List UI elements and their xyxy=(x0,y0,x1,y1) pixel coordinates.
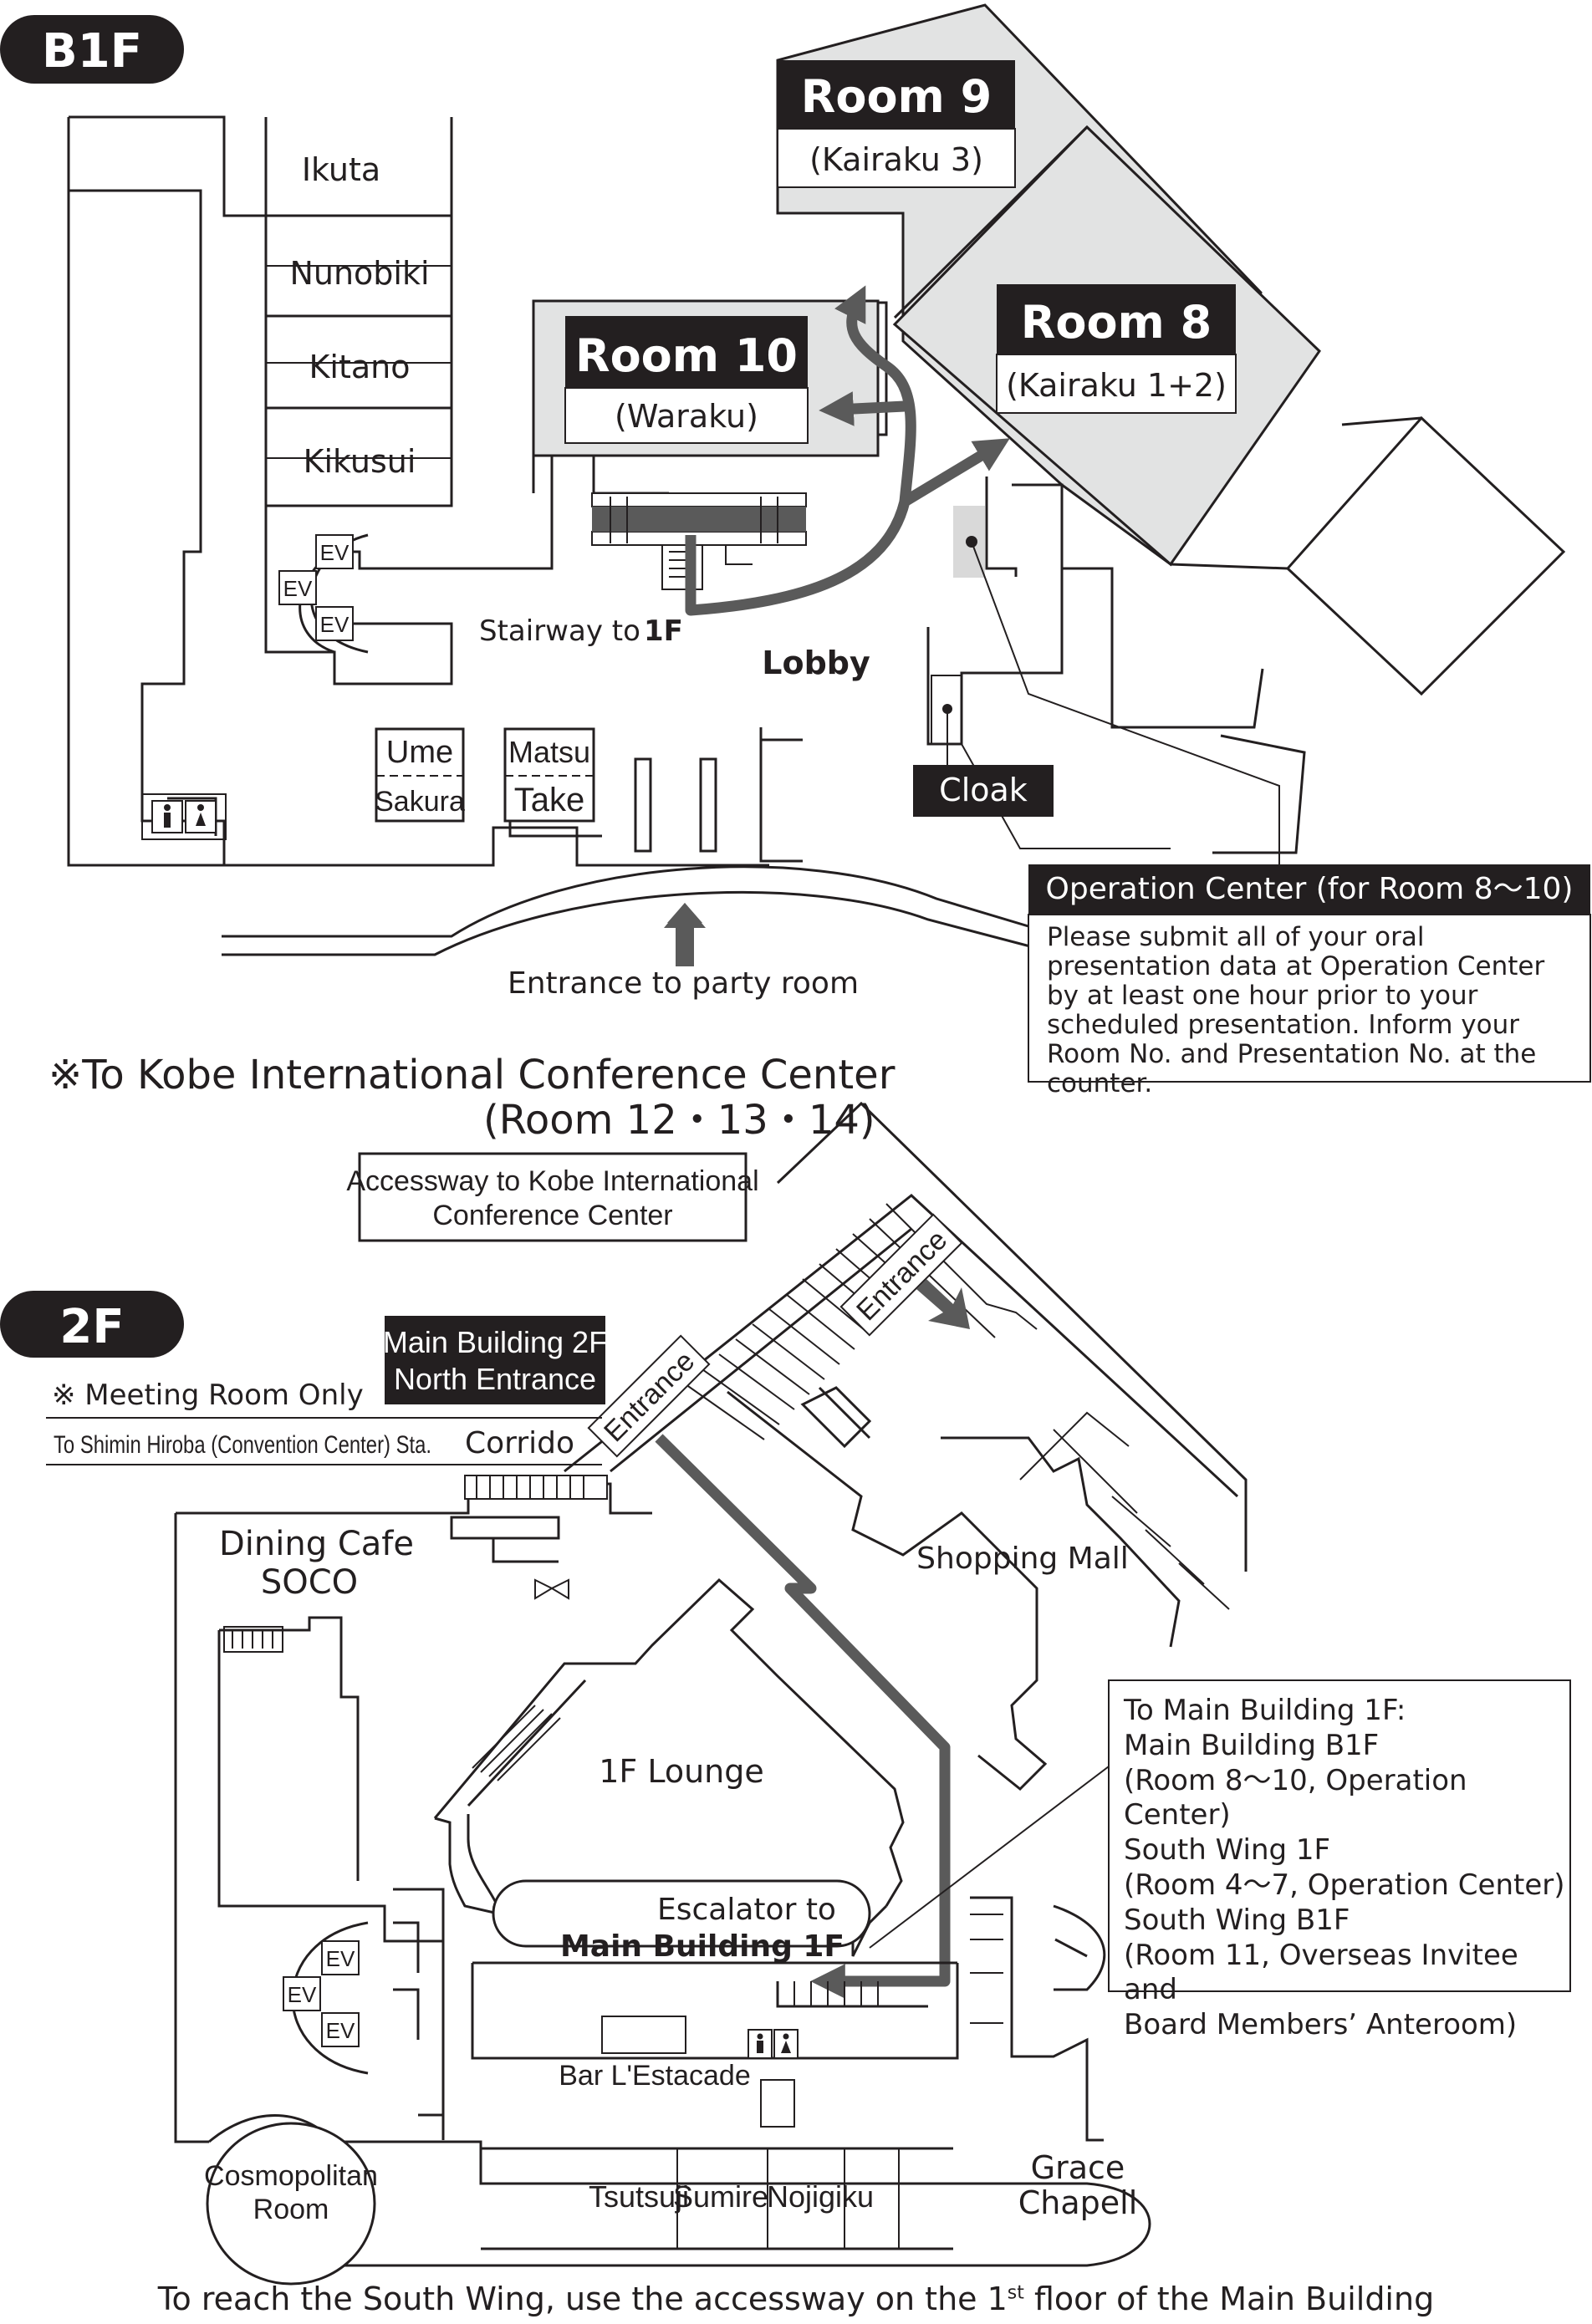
room-sumire: Sumire xyxy=(673,2179,768,2214)
to-main-building-text: To Main Building 1F: Main Building B1F (… xyxy=(1124,1694,1567,2043)
svg-text:Room 8: Room 8 xyxy=(1021,296,1212,349)
room-tsutsuji: Tsutsuji xyxy=(589,2179,689,2214)
grace-label-2: Chapell xyxy=(1018,2184,1138,2221)
to-main-line: South Wing 1F xyxy=(1124,1833,1331,1868)
svg-text:(Kairaku 3): (Kairaku 3) xyxy=(809,141,983,178)
restroom-icon xyxy=(748,2029,799,2059)
svg-text:Operation Center (for Room 8〜1: Operation Center (for Room 8〜10) xyxy=(1046,872,1574,906)
svg-text:(Waraku): (Waraku) xyxy=(615,398,758,435)
b1f-plan: B1F Ikuta Nunobiki Kitano Kikusui xyxy=(0,3,1591,1144)
svg-text:2F: 2F xyxy=(59,1300,124,1354)
bar-label: Bar L'Estacade xyxy=(559,2060,751,2092)
to-main-line: Main Building B1F xyxy=(1124,1728,1380,1762)
room-8-label: Room 8 (Kairaku 1+2) xyxy=(996,284,1237,414)
footer-note: To reach the South Wing, use the accessw… xyxy=(0,2281,1592,2317)
svg-text:EV: EV xyxy=(326,2018,355,2043)
ev-label: EV xyxy=(283,576,313,601)
to-main-line: To Main Building 1F: xyxy=(1124,1694,1406,1727)
lounge-label: 1F Lounge xyxy=(599,1753,764,1790)
room-nojigiku: Nojigiku xyxy=(767,2179,874,2214)
elevator-group-2f: EV EV EV xyxy=(283,1921,369,2075)
room-10-label: Room 10 (Waraku) xyxy=(564,316,809,444)
dining-cafe-label: Dining Cafe xyxy=(219,1525,414,1563)
room-kitano: Kitano xyxy=(309,349,411,385)
kobe-note-line-1: ※To Kobe International Conference Center xyxy=(48,1052,896,1098)
dining-soco-label: SOCO xyxy=(261,1563,358,1602)
cosmopolitan-label-2: Room xyxy=(253,2194,329,2225)
f2-floor-badge: 2F xyxy=(0,1291,184,1358)
svg-text:Conference Center: Conference Center xyxy=(432,1200,672,1231)
escalator-area xyxy=(492,1879,871,1948)
svg-text:Entrance: Entrance xyxy=(598,1345,701,1448)
accessway-label: Accessway to Kobe International Conferen… xyxy=(346,1152,759,1242)
restroom-icon xyxy=(141,793,227,840)
svg-text:Accessway to Kobe Internationa: Accessway to Kobe International xyxy=(346,1165,758,1197)
footer-text-a: To reach the South Wing, use the accessw… xyxy=(157,2281,1008,2317)
to-main-building-callout xyxy=(1108,1679,1571,1992)
corrido-label: Corrido xyxy=(465,1426,574,1460)
shimin-label: To Shimin Hiroba (Convention Center) Sta… xyxy=(54,1431,431,1459)
svg-text:Take: Take xyxy=(514,782,585,818)
svg-text:B1F: B1F xyxy=(42,24,142,79)
room-ume-sakura: Ume Sakura xyxy=(375,727,465,823)
lobby-label: Lobby xyxy=(762,645,870,681)
escalator-label-1: Escalator to xyxy=(657,1893,836,1927)
operation-center-text: Please submit all of your oral presentat… xyxy=(1047,922,1545,1098)
svg-text:Room 10: Room 10 xyxy=(575,329,798,382)
room-matsu-take: Matsu Take xyxy=(503,727,595,823)
route-to-room-8 xyxy=(685,438,1010,616)
ev-label: EV xyxy=(320,540,350,565)
ev-label: EV xyxy=(320,612,350,637)
kobe-note-line-2: (Room 12・13・14) xyxy=(483,1097,875,1144)
route-to-room-9 xyxy=(834,285,916,502)
entrance-party-label: Entrance to party room xyxy=(508,966,859,1001)
svg-text:Room 9: Room 9 xyxy=(801,70,992,123)
svg-text:EV: EV xyxy=(326,1946,355,1971)
escalator-label-2: Main Building 1F xyxy=(560,1929,844,1964)
room-ikuta: Ikuta xyxy=(302,151,380,188)
shopping-mall-label: Shopping Mall xyxy=(916,1542,1129,1576)
footer-sup: st xyxy=(1007,2282,1024,2304)
stairway-label: Stairway to xyxy=(479,614,640,648)
room-kikusui: Kikusui xyxy=(304,443,416,480)
room-nunobiki: Nunobiki xyxy=(289,255,429,292)
north-entrance-label: Main Building 2F North Entrance xyxy=(383,1316,607,1404)
svg-text:Cloak: Cloak xyxy=(939,772,1028,808)
svg-text:Matsu: Matsu xyxy=(508,735,590,769)
cloak-label: Cloak xyxy=(913,765,1054,817)
cosmopolitan-label-1: Cosmopolitan xyxy=(204,2160,378,2192)
svg-text:Sakura: Sakura xyxy=(375,786,465,818)
to-main-line: (Room 4〜7, Operation Center) xyxy=(1124,1868,1565,1902)
to-main-line: (Room 8〜10, Operation Center) xyxy=(1124,1763,1467,1832)
svg-text:Ume: Ume xyxy=(386,735,453,770)
meeting-only-note: ※ Meeting Room Only xyxy=(52,1379,364,1412)
to-main-line: (Room 11, Overseas Invitee and xyxy=(1124,1938,1518,2007)
elevator-group-b1f: EV EV EV xyxy=(278,533,369,654)
footer-text-b: floor of the Main Building xyxy=(1023,2281,1435,2317)
to-main-line: South Wing B1F xyxy=(1124,1903,1350,1937)
grace-label-1: Grace xyxy=(1031,2149,1125,2186)
svg-text:EV: EV xyxy=(288,1982,317,2007)
route-to-room-10 xyxy=(819,391,906,426)
svg-text:Main Building 2F: Main Building 2F xyxy=(383,1325,607,1359)
to-main-line: Board Members’ Anteroom) xyxy=(1124,2008,1518,2042)
stairway-floor: 1F xyxy=(644,614,683,648)
svg-text:(Kairaku 1+2): (Kairaku 1+2) xyxy=(1006,367,1227,404)
stairway-b1f xyxy=(591,492,807,590)
cosmopolitan-room xyxy=(206,2122,376,2286)
entrance-arrow-icon xyxy=(916,1279,970,1329)
operation-center-callout: Operation Center (for Room 8〜10) xyxy=(1028,864,1591,1083)
room-9-label: Room 9 (Kairaku 3) xyxy=(777,60,1016,188)
svg-text:North Entrance: North Entrance xyxy=(394,1362,596,1396)
route-to-escalator xyxy=(655,1434,951,1999)
b1f-floor-badge: B1F xyxy=(0,15,184,84)
